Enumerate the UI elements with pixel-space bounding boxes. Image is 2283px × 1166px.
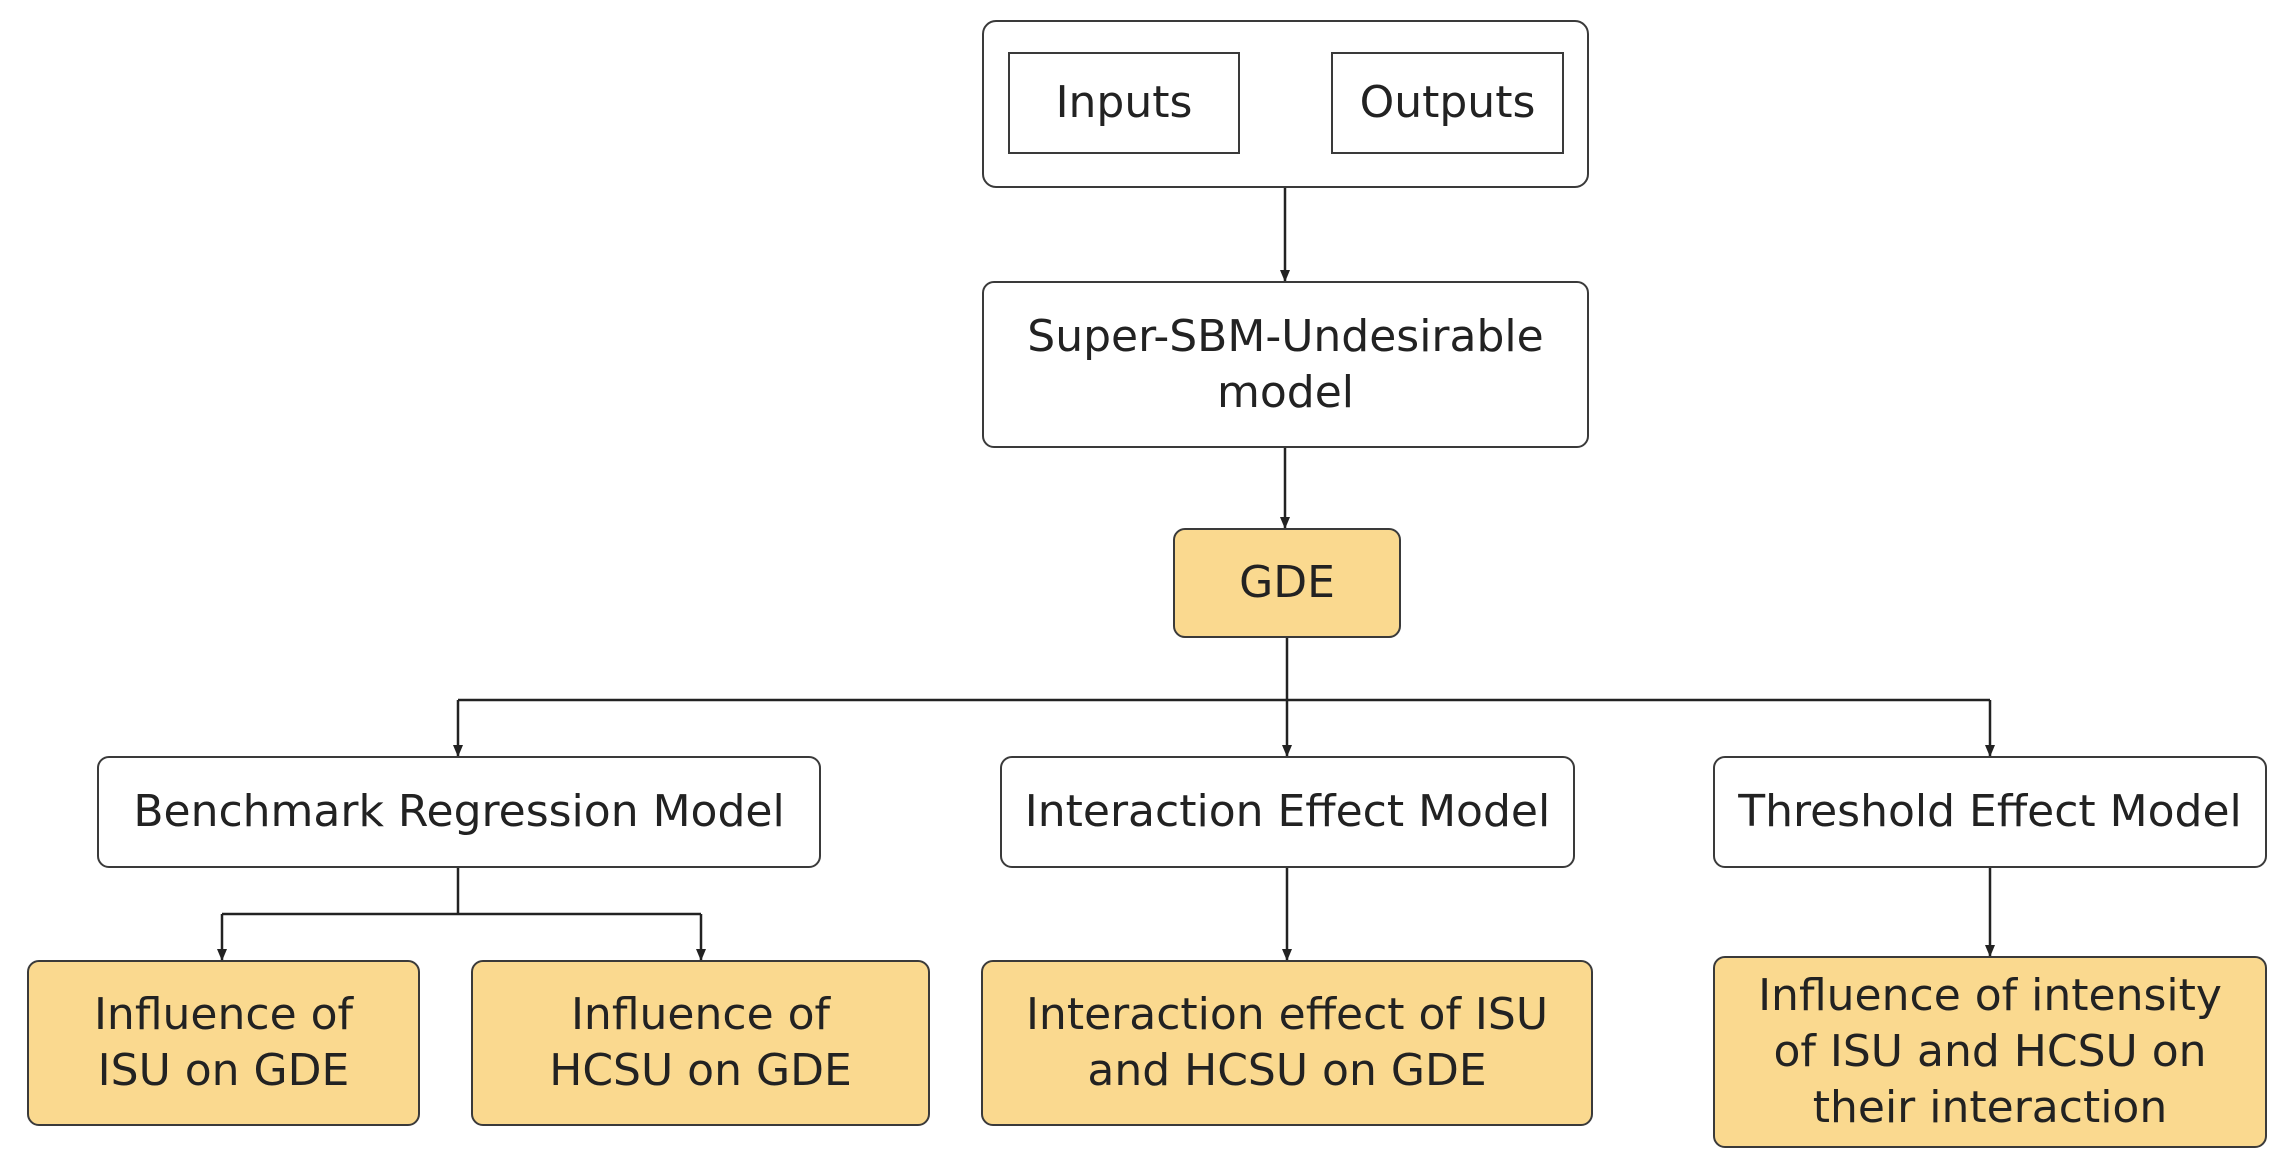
influence-isu-gde-label: Influence of ISU on GDE [93, 989, 354, 1096]
gde-label: GDE [1239, 557, 1335, 609]
inputs-label: Inputs [1055, 77, 1193, 129]
interaction-effect-box: Interaction effect of ISU and HCSU on GD… [981, 960, 1593, 1126]
interaction-effect-model-box: Interaction Effect Model [1000, 756, 1575, 868]
benchmark-regression-model-label: Benchmark Regression Model [133, 786, 785, 838]
influence-hcsu-gde-label: Influence of HCSU on GDE [549, 989, 852, 1096]
intensity-influence-label: Influence of intensity of ISU and HCSU o… [1758, 970, 2222, 1133]
super-sbm-undesirable-label: Super-SBM-Undesirable model [1027, 310, 1544, 418]
outputs-box: Outputs [1331, 52, 1564, 154]
influence-isu-gde-box: Influence of ISU on GDE [27, 960, 420, 1126]
gde-box: GDE [1173, 528, 1401, 638]
benchmark-regression-model-box: Benchmark Regression Model [97, 756, 821, 868]
threshold-effect-model-box: Threshold Effect Model [1713, 756, 2267, 868]
influence-hcsu-gde-box: Influence of HCSU on GDE [471, 960, 930, 1126]
super-sbm-undesirable-box: Super-SBM-Undesirable model [982, 281, 1589, 448]
interaction-effect-label: Interaction effect of ISU and HCSU on GD… [1025, 989, 1549, 1096]
intensity-influence-box: Influence of intensity of ISU and HCSU o… [1713, 956, 2267, 1148]
threshold-effect-model-label: Threshold Effect Model [1738, 786, 2242, 838]
inputs-box: Inputs [1008, 52, 1240, 154]
interaction-effect-model-label: Interaction Effect Model [1024, 786, 1551, 838]
outputs-label: Outputs [1359, 77, 1536, 129]
